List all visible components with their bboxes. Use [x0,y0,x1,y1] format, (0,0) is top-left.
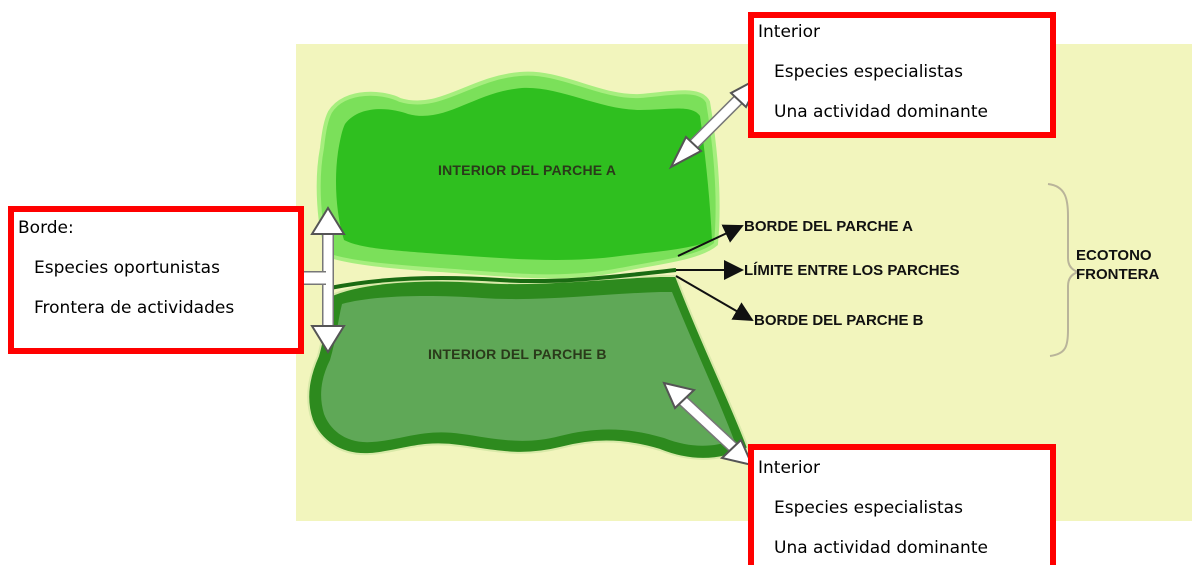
borde-box-line2: Frontera de actividades [34,298,235,318]
borde-box-line1: Especies oportunistas [34,258,220,278]
interior-box-bottom-line1: Especies especialistas [774,498,963,518]
interior-box-top-title: Interior [758,22,821,42]
ecotono-line2: FRONTERA [1076,266,1160,283]
interior-box-bottom-line2: Una actividad dominante [774,538,988,558]
patch-b-interior [321,292,734,446]
borde-box-title: Borde: [18,218,74,238]
patch-b-label: INTERIOR DEL PARCHE B [428,346,607,362]
borde-b-pointer [675,275,754,322]
borde-a-pointer [677,224,744,257]
borde-b-label: BORDE DEL PARCHE B [754,312,924,329]
double-arrow-bottom [662,381,754,467]
ecotono-label: ECOTONO FRONTERA [1076,246,1159,284]
borde-a-label: BORDE DEL PARCHE A [744,218,913,235]
interior-box-bottom-title: Interior [758,458,821,478]
interior-box-top: Interior Especies especialistas Una acti… [748,12,1056,138]
ecotono-line1: ECOTONO [1076,247,1152,264]
limite-label: LÍMITE ENTRE LOS PARCHES [744,262,960,279]
interior-box-top-line2: Una actividad dominante [774,102,988,122]
patch-boundary-line [329,268,677,290]
patch-a-label: INTERIOR DEL PARCHE A [438,162,617,178]
ecotono-brace [1047,183,1082,357]
borde-box: Borde: Especies oportunistas Frontera de… [8,206,304,354]
double-arrow-vertical [310,206,346,354]
interior-box-bottom: Interior Especies especialistas Una acti… [748,444,1056,565]
interior-box-top-line1: Especies especialistas [774,62,963,82]
patch-a-interior [336,87,712,260]
